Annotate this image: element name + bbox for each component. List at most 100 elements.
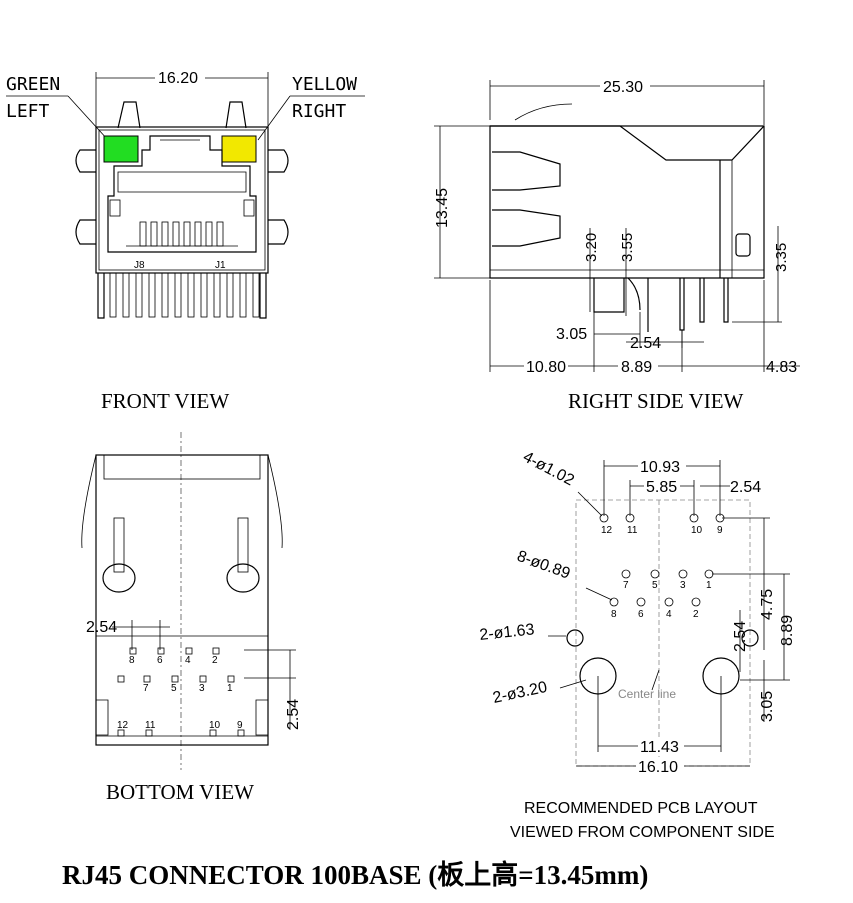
bottom-pin-label: 11 <box>145 720 156 731</box>
bottom-pins: 8 6 4 2 7 5 3 1 12 11 10 9 <box>117 647 245 737</box>
bottom-pin-label: 6 <box>157 655 163 666</box>
bottom-pin-label: 4 <box>185 655 191 666</box>
pcb-pin-hole <box>625 513 635 523</box>
pcb-center-line: Center line <box>618 687 676 701</box>
side-height-dim: 13.45 <box>434 188 451 228</box>
front-lead <box>187 272 195 318</box>
front-contact <box>205 221 213 247</box>
bottom-pin-label: 7 <box>143 683 149 694</box>
pcb-pin-hole <box>650 569 660 579</box>
green-label: GREEN <box>6 74 60 95</box>
bottom-pin-pad <box>157 647 165 655</box>
bottom-d254-h: 2.54 <box>86 619 117 636</box>
bottom-pin-label: 10 <box>209 720 221 731</box>
front-lead <box>226 272 234 318</box>
yellow-led <box>221 135 257 163</box>
front-lead <box>213 272 221 318</box>
pcb-pin-hole <box>599 513 609 523</box>
pcb-hole2a-label: 2-ø1.63 <box>479 621 536 644</box>
side-view: 25.30 13.45 3.20 3.55 3.35 <box>434 76 800 413</box>
front-contact <box>183 221 191 247</box>
front-lead <box>109 272 117 318</box>
bottom-pin-label: 9 <box>237 720 243 731</box>
side-d305: 3.05 <box>556 326 587 343</box>
bottom-pin-pad <box>117 729 125 737</box>
bottom-pin-pad <box>129 647 137 655</box>
pcb-pin-label: 11 <box>627 525 638 536</box>
pcb-pin-hole <box>689 513 699 523</box>
pcb-pin-label: 7 <box>623 580 629 591</box>
side-d335: 3.35 <box>773 243 790 272</box>
front-view-label: FRONT VIEW <box>101 389 229 413</box>
pcb-caption-1: RECOMMENDED PCB LAYOUT <box>524 800 758 817</box>
pcb-pin-label: 1 <box>706 580 712 591</box>
left-label: LEFT <box>6 101 50 122</box>
pcb-pin-label: 10 <box>691 525 703 536</box>
pcb-pin-hole <box>609 597 619 607</box>
bottom-pin-pad <box>171 675 179 683</box>
pcb-d475: 4.75 <box>759 589 776 620</box>
front-lead <box>200 272 208 318</box>
side-d1080: 10.80 <box>526 359 566 376</box>
side-d483: 4.83 <box>766 359 797 376</box>
front-lead <box>122 272 130 318</box>
front-contact <box>150 221 158 247</box>
front-lead <box>148 272 156 318</box>
front-contact <box>216 221 224 247</box>
pcb-pin-label: 9 <box>717 525 723 536</box>
side-view-label: RIGHT SIDE VIEW <box>568 389 744 413</box>
bottom-d254-v: 2.54 <box>285 699 302 730</box>
pcb-layout: 10.93 5.85 2.54 4-ø1.02 8-ø0.89 2-ø1.63 … <box>479 449 796 841</box>
front-pin-j8: J8 <box>134 260 145 271</box>
pcb-caption-2: VIEWED FROM COMPONENT SIDE <box>510 824 775 841</box>
pcb-d1610: 16.10 <box>638 759 678 776</box>
bottom-pin-pad <box>199 675 207 683</box>
front-lead <box>135 272 143 318</box>
pcb-pin-label: 12 <box>601 525 613 536</box>
bottom-pin-pad <box>237 729 245 737</box>
front-lead <box>252 272 260 318</box>
pcb-d585: 5.85 <box>646 479 677 496</box>
pcb-d254-top: 2.54 <box>730 479 761 496</box>
pcb-hole2b-label: 2-ø3.20 <box>491 679 549 707</box>
bottom-pin-pad <box>209 729 217 737</box>
front-contact <box>194 221 202 247</box>
front-shield-lead <box>97 273 105 319</box>
bottom-pin-label: 8 <box>129 655 135 666</box>
front-lead <box>161 272 169 318</box>
pcb-pin-label: 5 <box>652 580 658 591</box>
front-contact <box>161 221 169 247</box>
front-lead <box>174 272 182 318</box>
pcb-hole4-label: 4-ø1.02 <box>520 449 577 490</box>
pcb-d305: 3.05 <box>759 691 776 722</box>
pcb-d254-side: 2.54 <box>732 621 749 652</box>
front-leads <box>97 272 267 319</box>
pcb-d1143: 11.43 <box>640 739 679 756</box>
pcb-d889: 8.89 <box>779 615 796 646</box>
front-contact <box>172 221 180 247</box>
bottom-pin-label: 3 <box>199 683 205 694</box>
bottom-pin-label: 2 <box>212 655 218 666</box>
bottom-pin-label: 1 <box>227 683 233 694</box>
pcb-pin-hole <box>704 569 714 579</box>
drawing-title: RJ45 CONNECTOR 100BASE (板上高=13.45mm) <box>62 859 648 890</box>
bottom-pin-pad <box>143 675 151 683</box>
front-width-dim: 16.20 <box>158 70 198 87</box>
pcb-pin-hole <box>691 597 701 607</box>
bottom-pin-label: 12 <box>117 720 129 731</box>
front-pin-j1: J1 <box>215 260 226 271</box>
green-led <box>103 135 139 163</box>
bottom-pin-pad <box>227 675 235 683</box>
bottom-pin-pad <box>145 729 153 737</box>
pcb-pin-hole <box>664 597 674 607</box>
pcb-pin-label: 8 <box>611 609 617 620</box>
bottom-pin-pad <box>185 647 193 655</box>
pcb-pin-label: 4 <box>666 609 672 620</box>
bottom-pin-label: 5 <box>171 683 177 694</box>
bottom-pin-pad <box>117 675 125 683</box>
side-d355: 3.55 <box>619 233 636 262</box>
pcb-pin-hole <box>621 569 631 579</box>
pcb-pin-hole <box>636 597 646 607</box>
